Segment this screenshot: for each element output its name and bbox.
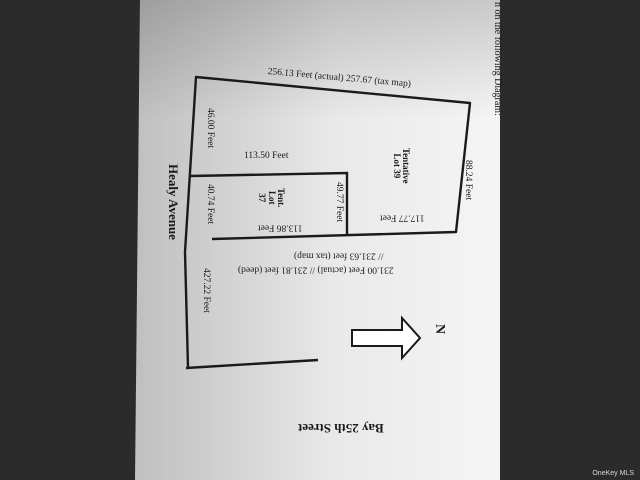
street-left-label: Healy Avenue [166,164,181,240]
north-label: N [432,324,447,335]
bottom-inner-left-label: 113.86 Feet [258,222,303,233]
bottom-inner-right-label: 117.77 Feet [380,212,425,223]
left-lower-long-label: 427.22 Feet [201,268,211,313]
lot37-boundary [189,171,349,236]
lot37-right-label: 49.77 Feet [334,182,344,223]
paper-shading [140,0,500,480]
inner-top-label: 113.50 Feet [244,151,289,161]
right-edge-label: 88.24 Feet [463,160,473,201]
street-line [185,358,319,370]
tent-lot-37-label: Tent. Lot 37 [257,188,286,208]
street-bottom-label: Bay 25th Street [298,421,384,436]
tentative-lot-39-label: Tentative Lot 39 [391,148,411,184]
bottom-outer-label-1: 231.00 Feet (actual) // 231.81 feet (dee… [238,264,394,275]
left-upper-label: 46.00 Feet [205,108,215,149]
header-fragment: n on the following Diagram: [492,2,503,116]
north-arrow-icon [351,315,422,361]
outer-boundary [183,75,472,369]
bottom-outer-label-2: // 231.63 feet (tax map) [294,250,384,261]
watermark: OneKey MLS [592,470,634,477]
left-lower-label: 40.74 Feet [205,184,215,225]
